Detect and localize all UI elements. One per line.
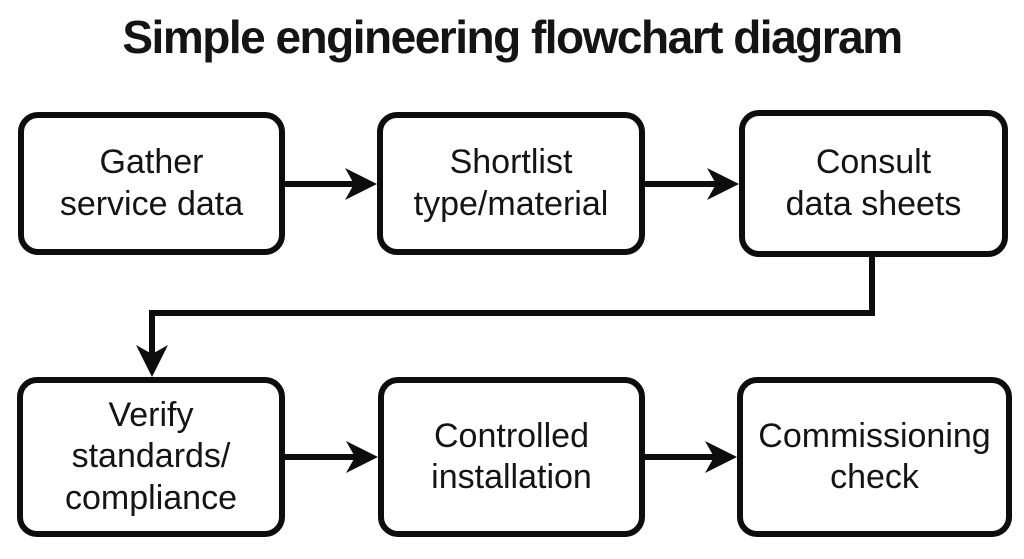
arrow-verify-to-install xyxy=(283,441,378,473)
flowchart-node-commissioning-check: Commissioning check xyxy=(737,377,1012,537)
flowchart-node-verify-standards-compliance: Verify standards/ compliance xyxy=(17,377,285,537)
flowchart-node-controlled-installation: Controlled installation xyxy=(378,377,645,537)
arrow-install-to-commission xyxy=(643,441,737,473)
node-label: Controlled installation xyxy=(431,416,592,496)
arrow-consult-to-verify xyxy=(136,253,875,377)
node-label: Gather service data xyxy=(59,143,244,223)
arrow-gather-to-shortlist xyxy=(283,168,377,200)
flowchart-node-consult-data-sheets: Consult data sheets xyxy=(739,110,1008,257)
flowchart-node-gather-service-data: Gather service data xyxy=(18,112,285,255)
node-label: Commissioning check xyxy=(758,416,991,496)
node-label: Shortlist type/material xyxy=(413,143,609,223)
node-label: Consult data sheets xyxy=(785,143,962,223)
node-label: Verify standards/ compliance xyxy=(65,395,237,517)
arrow-shortlist-to-consult xyxy=(643,168,739,200)
diagram-title: Simple engineering flowchart diagram xyxy=(122,11,903,63)
flowchart-node-shortlist-type-material: Shortlist type/material xyxy=(377,112,645,255)
